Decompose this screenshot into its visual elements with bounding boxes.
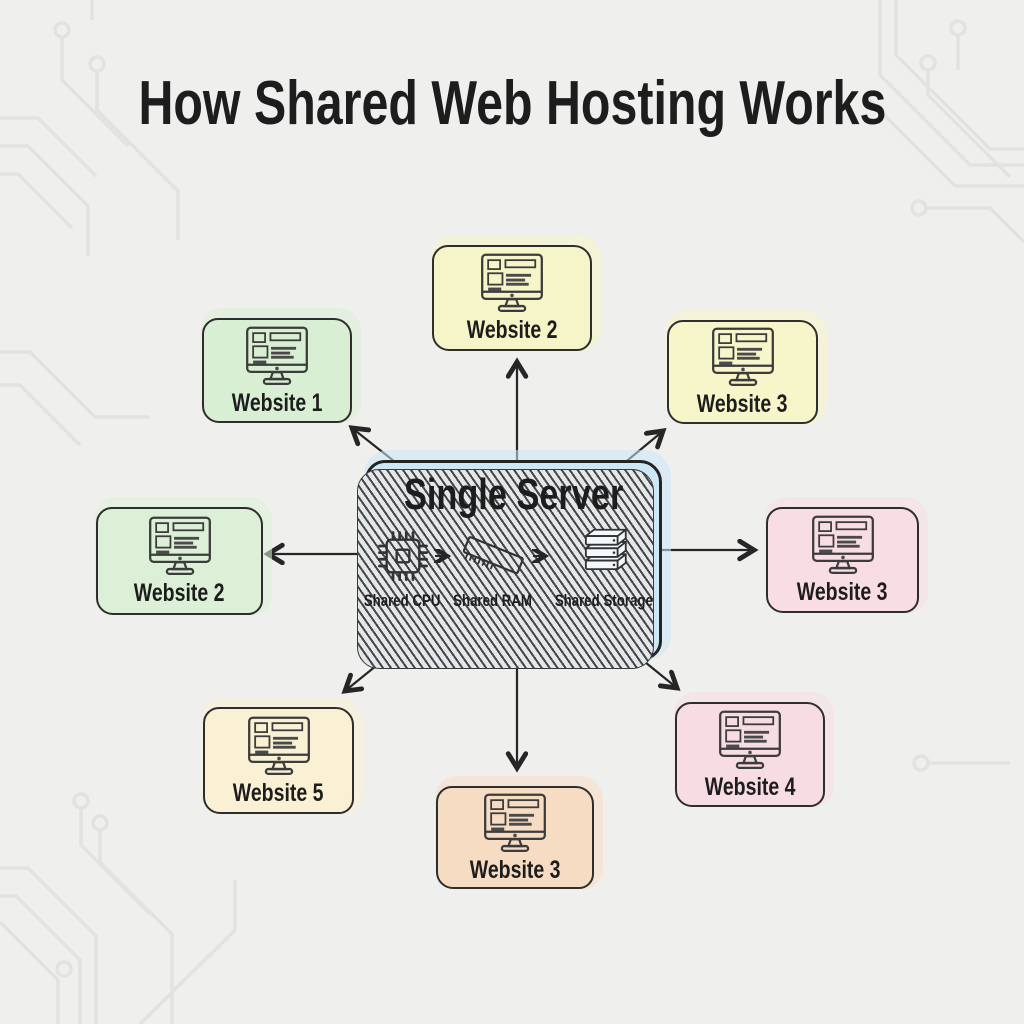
page-title: How Shared Web Hosting Works [138, 69, 886, 138]
website-label: Website 3 [697, 390, 788, 418]
monitor-icon [474, 793, 556, 855]
flow-arrow-icon [532, 549, 552, 563]
website-label: Website 2 [466, 316, 558, 344]
storage-icon [575, 527, 633, 585]
ram-label: Shared RAM [453, 591, 532, 611]
website-node-bottom: Website 3 [436, 786, 594, 889]
single-server-node: Single Server Shared CPU Shared RAM Shar… [364, 460, 662, 660]
website-node-left: Website 2 [96, 507, 263, 615]
monitor-icon [471, 253, 553, 315]
website-node-top-left: Website 1 [202, 318, 352, 423]
monitor-icon [702, 327, 784, 389]
server-title: Single Server [403, 470, 624, 519]
website-label: Website 1 [231, 388, 323, 417]
website-label: Website 2 [134, 579, 225, 607]
monitor-icon [802, 515, 884, 577]
website-label: Website 3 [469, 855, 561, 884]
monitor-icon [139, 516, 221, 578]
website-node-bottom-left: Website 5 [203, 707, 354, 814]
monitor-icon [709, 710, 791, 772]
website-label: Website 4 [704, 772, 796, 801]
website-node-top: Website 2 [432, 245, 592, 351]
website-label: Website 5 [233, 778, 324, 807]
monitor-icon [238, 716, 320, 778]
cpu-icon [374, 527, 432, 585]
monitor-icon [236, 326, 318, 388]
website-node-bottom-right: Website 4 [675, 702, 825, 807]
website-label: Website 3 [797, 578, 888, 606]
flow-arrow-icon [434, 549, 454, 563]
ram-icon [454, 527, 532, 585]
website-node-top-right: Website 3 [667, 320, 818, 424]
server-components: Shared CPU Shared RAM Shared Storage [364, 527, 656, 611]
storage-label: Shared Storage [554, 591, 653, 611]
website-node-right: Website 3 [766, 507, 919, 613]
cpu-label: Shared CPU [364, 591, 441, 611]
